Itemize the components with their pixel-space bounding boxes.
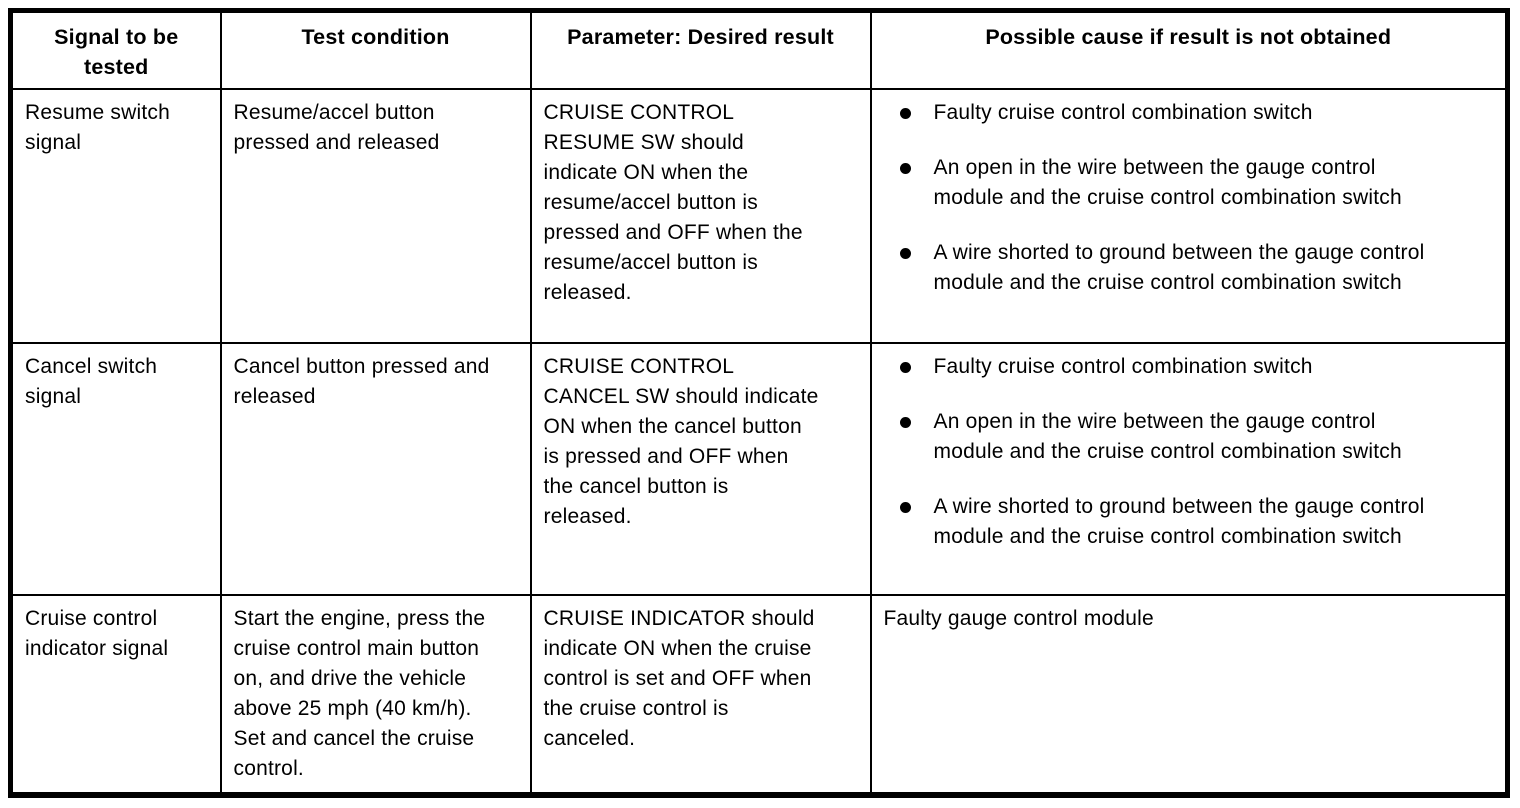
header-possible-cause-label: Possible cause if result is not obtained: [985, 25, 1392, 49]
header-signal-label: Signal to be tested: [54, 25, 179, 79]
result-cell: CRUISE INDICATOR should indicate ON when…: [529, 593, 872, 796]
table-row: Cancel switch signal Cancel button press…: [9, 341, 1509, 596]
result-text: CRUISE INDICATOR should indicate ON when…: [543, 606, 815, 750]
bullet-icon: [899, 162, 911, 174]
bullet-icon: [899, 247, 911, 259]
bullet-icon: [899, 107, 911, 119]
cause-text: An open in the wire between the gauge co…: [933, 155, 1402, 209]
cause-item: A wire shorted to ground between the gau…: [884, 238, 1494, 298]
header-row: Signal to be tested Test condition Param…: [9, 9, 1509, 90]
cause-item: An open in the wire between the gauge co…: [884, 153, 1494, 213]
cruise-control-diagnostic-table: Signal to be tested Test condition Param…: [8, 8, 1510, 798]
condition-cell: Cancel button pressed and released: [219, 341, 532, 596]
signal-text: Cancel switch signal: [25, 354, 158, 408]
condition-text: Cancel button pressed and released: [233, 354, 490, 408]
diagnostic-table-wrapper: Signal to be tested Test condition Param…: [8, 8, 1510, 798]
header-test-condition-label: Test condition: [301, 25, 450, 49]
result-text: CRUISE CONTROL RESUME SW should indicate…: [543, 100, 803, 304]
cause-text: A wire shorted to ground between the gau…: [933, 494, 1425, 548]
condition-cell: Start the engine, press the cruise contr…: [219, 593, 532, 796]
table-header: Signal to be tested Test condition Param…: [9, 9, 1509, 90]
cause-text: An open in the wire between the gauge co…: [933, 409, 1402, 463]
signal-cell: Resume switch signal: [9, 87, 222, 344]
cause-text: Faulty cruise control combination switch: [933, 354, 1313, 378]
header-parameter-result-label: Parameter: Desired result: [567, 25, 834, 49]
cause-item: Faulty cruise control combination switch: [884, 352, 1494, 382]
header-test-condition: Test condition: [219, 9, 532, 90]
causes-cell: Faulty cruise control combination switch…: [869, 87, 1509, 344]
result-cell: CRUISE CONTROL CANCEL SW should indicate…: [529, 341, 872, 596]
condition-cell: Resume/accel button pressed and released: [219, 87, 532, 344]
result-cell: CRUISE CONTROL RESUME SW should indicate…: [529, 87, 872, 344]
cause-item: Faulty cruise control combination switch: [884, 98, 1494, 128]
bullet-icon: [899, 416, 911, 428]
header-parameter-result: Parameter: Desired result: [529, 9, 872, 90]
condition-text: Resume/accel button pressed and released: [233, 100, 440, 154]
table-row: Cruise control indicator signal Start th…: [9, 593, 1509, 796]
header-signal: Signal to be tested: [9, 9, 222, 90]
causes-cell: Faulty gauge control module: [869, 593, 1509, 796]
signal-text: Cruise control indicator signal: [25, 606, 169, 660]
cause-text: Faulty cruise control combination switch: [933, 100, 1313, 124]
header-possible-cause: Possible cause if result is not obtained: [869, 9, 1509, 90]
condition-text: Start the engine, press the cruise contr…: [233, 606, 486, 780]
cause-item: An open in the wire between the gauge co…: [884, 407, 1494, 467]
signal-cell: Cancel switch signal: [9, 341, 222, 596]
cause-list: Faulty cruise control combination switch…: [884, 98, 1494, 298]
bullet-icon: [899, 361, 911, 373]
cause-text: Faulty gauge control module: [883, 606, 1154, 630]
bullet-icon: [899, 501, 911, 513]
table-body: Resume switch signal Resume/accel button…: [9, 87, 1509, 796]
result-text: CRUISE CONTROL CANCEL SW should indicate…: [543, 354, 819, 528]
signal-text: Resume switch signal: [25, 100, 170, 154]
cause-item: A wire shorted to ground between the gau…: [884, 492, 1494, 552]
signal-cell: Cruise control indicator signal: [9, 593, 222, 796]
cause-text: A wire shorted to ground between the gau…: [933, 240, 1425, 294]
cause-list: Faulty cruise control combination switch…: [884, 352, 1494, 552]
table-row: Resume switch signal Resume/accel button…: [9, 87, 1509, 344]
causes-cell: Faulty cruise control combination switch…: [869, 341, 1509, 596]
